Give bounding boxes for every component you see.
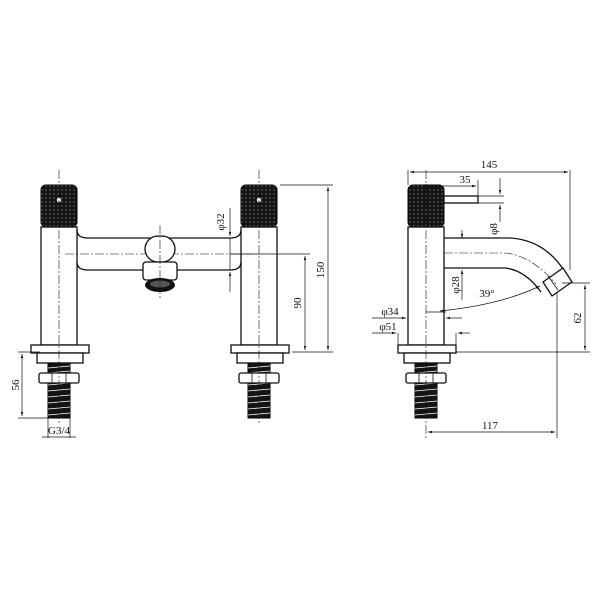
dim-knob-diameter-label: φ32 — [215, 213, 227, 230]
dim-spout-offset: 35 — [425, 174, 479, 196]
dim-base-diameter: φ51 — [372, 321, 470, 345]
right-base-collar — [236, 352, 284, 364]
side-lever-bar — [443, 195, 479, 204]
dim-spout-height-label: 90 — [292, 297, 304, 309]
left-pillar — [30, 170, 90, 425]
dim-spout-offset-label: 35 — [460, 174, 472, 186]
dim-spout-height: 90 — [230, 253, 310, 350]
dim-spout-diameter: φ28 — [450, 230, 464, 300]
dim-body-diameter: φ34 — [372, 306, 462, 320]
dim-spout-angle: 39° — [426, 285, 541, 313]
dim-spout-reach-label: 117 — [482, 420, 499, 432]
dim-shank-length-label: 56 — [10, 379, 22, 391]
dim-base-diameter-label: φ51 — [379, 321, 396, 333]
front-view: 150 90 φ32 56 G3/4 — [10, 170, 333, 438]
side-base-plate — [397, 344, 457, 354]
right-base-plate — [230, 344, 290, 354]
dim-spout-angle-label: 39° — [479, 288, 494, 300]
side-base-collar — [403, 352, 451, 364]
dim-knob-diameter: φ32 — [215, 208, 232, 292]
dim-overall-width-label: 145 — [481, 159, 498, 171]
dim-bar-diameter-label: φ8 — [488, 223, 500, 235]
dim-body-diameter-label: φ34 — [381, 306, 399, 318]
dim-bar-diameter: φ8 — [478, 178, 504, 235]
dim-thread: G3/4 — [42, 418, 76, 438]
dim-spout-diameter-label: φ28 — [450, 276, 462, 294]
side-curved-spout — [444, 237, 573, 297]
side-view: 145 35 φ8 φ28 39° — [372, 159, 590, 440]
aerator-mesh — [150, 280, 170, 288]
dim-total-height: 150 — [280, 184, 333, 353]
dim-spout-reach: 117 — [428, 292, 558, 438]
spout-centerline — [444, 252, 557, 285]
dim-shank-length: 56 — [10, 351, 48, 419]
dim-thread-label: G3/4 — [48, 425, 71, 437]
spout-upper-edge — [444, 237, 566, 273]
left-base-collar — [36, 352, 84, 364]
dim-outlet-height: 62 — [456, 282, 590, 353]
right-pillar — [230, 170, 290, 425]
dim-outlet-height-label: 62 — [572, 313, 584, 324]
spout-tip — [542, 267, 573, 297]
dim-overall-width: 145 — [407, 159, 571, 270]
spout-outlet — [142, 225, 178, 300]
dim-total-height-label: 150 — [315, 261, 327, 278]
